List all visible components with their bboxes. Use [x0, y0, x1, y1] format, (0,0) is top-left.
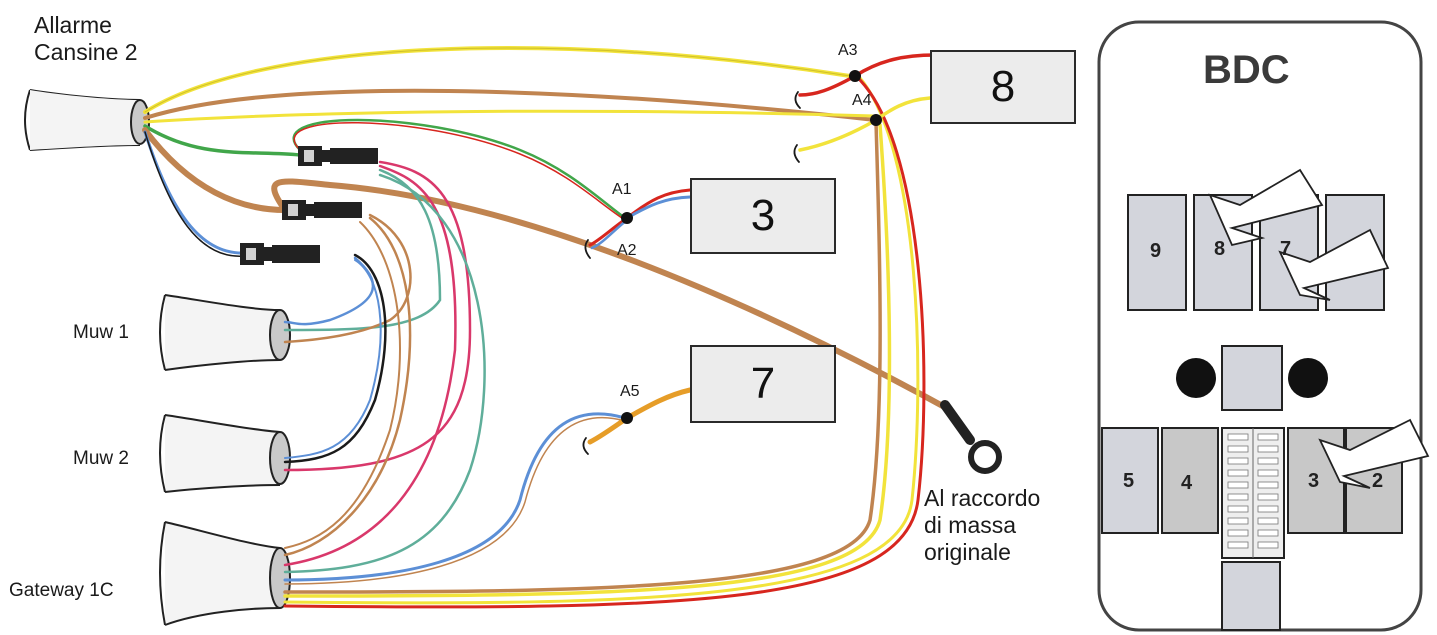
- junction-a5-label: A5: [620, 383, 640, 400]
- muw1-label: Muw 1: [73, 322, 129, 343]
- muw2-label: Muw 2: [73, 448, 129, 469]
- massa-label: Al raccordo di massa originale: [924, 485, 1040, 566]
- box-7: 7: [690, 345, 836, 423]
- fuse-label-5: 5: [1123, 470, 1135, 492]
- fuse-label-7: 7: [1280, 238, 1292, 260]
- junction-a3-dot: [849, 70, 861, 82]
- gateway-label: Gateway 1C: [9, 580, 114, 601]
- junction-a3-label: A3: [838, 42, 858, 59]
- ground-ring-terminal: [940, 400, 1002, 474]
- fuse-label-3: 3: [1308, 470, 1320, 492]
- muw1-cable: [159, 294, 291, 371]
- fuse-label-8: 8: [1214, 238, 1226, 260]
- wires: [142, 46, 953, 609]
- gateway-cable: [159, 521, 291, 626]
- connector-2: [282, 200, 362, 220]
- allarme-cable: [24, 89, 150, 151]
- fuse-label-9: 9: [1150, 240, 1162, 262]
- arrow-to-fuse-7: [1278, 228, 1390, 301]
- fuse-label-2: 2: [1372, 470, 1384, 492]
- massa-label-line2: di massa: [924, 512, 1017, 538]
- bdc-title: BDC: [1203, 48, 1290, 92]
- connector-3: [240, 243, 320, 265]
- allarme-label-line2: Cansine 2: [34, 39, 138, 65]
- junction-a2-label: A2: [617, 242, 637, 259]
- junction-a1-label: A1: [612, 181, 632, 198]
- wire-yellow-top: [143, 46, 852, 114]
- arrow-to-fuse-8: [1208, 168, 1324, 247]
- muw2-cable: [159, 414, 291, 493]
- fuse-label-4: 4: [1181, 472, 1193, 494]
- wire-brown-thick: [142, 127, 288, 213]
- connector-1: [298, 146, 378, 166]
- massa-label-line1: Al raccordo: [924, 485, 1041, 511]
- massa-label-line3: originale: [924, 539, 1011, 565]
- arrow-to-fuse-3: [1318, 418, 1430, 489]
- junction-a5-dot: [621, 412, 633, 424]
- allarme-label-line1: Allarme: [34, 12, 112, 38]
- junction-a1-dot: [621, 212, 633, 224]
- box-3: 3: [690, 178, 836, 254]
- junction-a4-label: A4: [852, 92, 872, 109]
- wire-brown-top: [143, 88, 877, 122]
- wire-green: [143, 124, 302, 157]
- box-8: 8: [930, 50, 1076, 124]
- junction-a4-dot: [870, 114, 882, 126]
- allarme-label: Allarme Cansine 2: [34, 12, 138, 66]
- bdc-fusebox: [1097, 20, 1430, 632]
